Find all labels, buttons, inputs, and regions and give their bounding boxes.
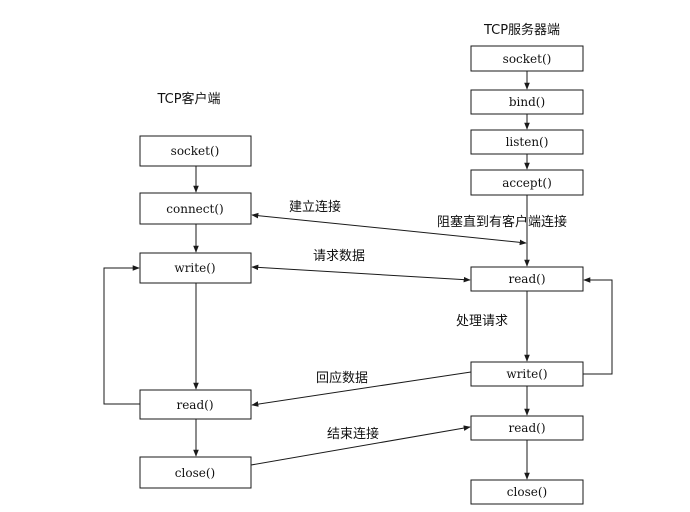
server-write-box: write() [470,361,584,387]
client-write-box: write() [139,252,252,284]
connect-label: 建立连接 [289,199,341,215]
server-socket-label: socket() [503,52,552,66]
client-loop-arrow [103,265,140,405]
client-socket-label: socket() [171,144,220,158]
server-listen-label: listen() [506,135,549,149]
server-close-label: close() [507,485,547,499]
server-read2-label: read() [508,421,545,435]
server-write-label: write() [506,367,547,381]
client-read-box: read() [139,389,252,420]
process-note: 处理请求 [456,314,508,329]
server-close-box: close() [470,479,584,505]
reply-exchange-arrow [251,371,472,407]
close-exchange-arrow [250,425,471,466]
server-read-box: read() [470,266,584,292]
server-read2-box: read() [470,415,584,441]
client-connect-box: connect() [139,192,252,225]
client-title: TCP客户端 [156,91,220,107]
server-title: TCP服务器端 [483,22,560,38]
connect-exchange-arrow [251,212,527,246]
server-socket-box: socket() [470,45,584,72]
request-label: 请求数据 [313,249,365,264]
server-bind-label: bind() [509,95,545,109]
client-connect-label: connect() [166,202,223,216]
client-write-label: write() [174,261,215,275]
server-accept-label: accept() [502,176,552,190]
reply-label: 回应数据 [316,370,368,386]
blocked-note: 阻塞直到有客户端连接 [437,214,567,230]
close-label: 结束连接 [327,426,379,442]
client-close-box: close() [139,456,252,489]
server-loop-arrow [583,277,613,375]
client-close-label: close() [175,466,215,480]
server-accept-box: accept() [470,169,584,196]
server-read-label: read() [508,272,545,286]
client-socket-box: socket() [139,135,252,167]
client-read-label: read() [176,398,213,412]
server-bind-box: bind() [470,89,584,115]
request-exchange-arrow [251,264,471,283]
server-listen-box: listen() [470,129,584,155]
